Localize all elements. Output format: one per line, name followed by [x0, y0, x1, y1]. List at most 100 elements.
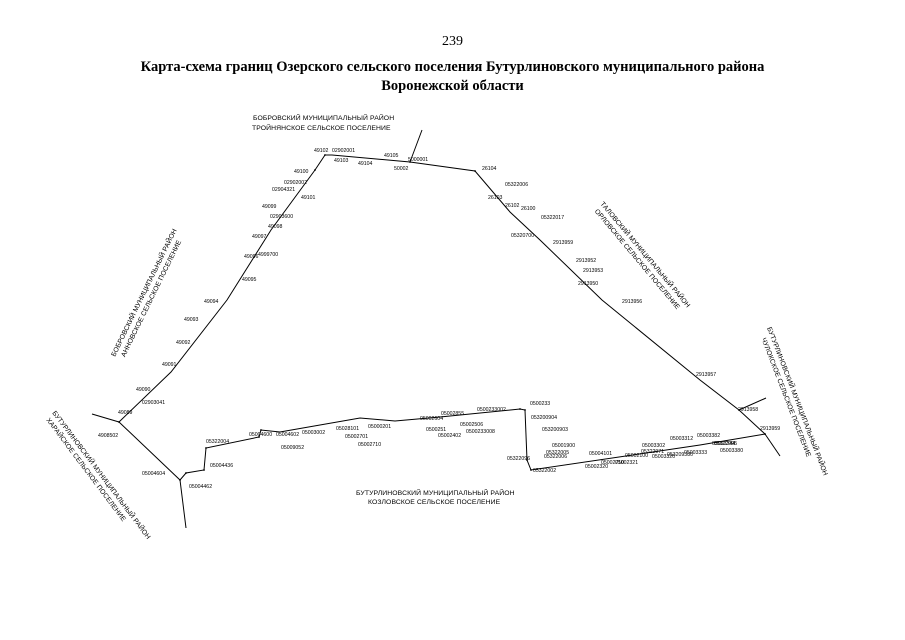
point-label: 49094: [204, 299, 219, 305]
neighbor-boundary-ticks: [91, 129, 781, 529]
point-label: 05003320: [652, 454, 675, 460]
point-label: 05322096: [507, 456, 530, 462]
neighbor-bottom-left: БУТУРЛИНОВСКИЙ МУНИЦИПАЛЬНЫЙ РАЙОН ХАРАЙ…: [44, 409, 153, 541]
neighbor-bottom: БУТУРЛИНОВСКИЙ МУНИЦИПАЛЬНЫЙ РАЙОН КОЗЛО…: [356, 488, 514, 506]
point-label: 02903600: [270, 214, 293, 220]
point-label: 49102: [314, 148, 329, 154]
point-label: 0500233002: [477, 407, 506, 413]
vertex-marker: [205, 447, 207, 449]
point-label: 50002: [394, 166, 409, 172]
point-label: 49091: [162, 362, 177, 368]
point-label: 49105: [384, 153, 399, 159]
vertex-marker: [260, 429, 262, 431]
neighbor-top-line-1: БОБРОВСКИЙ МУНИЦИПАЛЬНЫЙ РАЙОН: [253, 113, 394, 122]
point-label: 05009052: [281, 445, 304, 451]
point-label: 05322004: [206, 439, 229, 445]
tick-bottom-left: [179, 479, 187, 529]
point-label: 4908502: [98, 433, 118, 439]
tick-right-top: [738, 397, 767, 411]
point-label: 05322006: [544, 454, 567, 460]
point-label: 5000001: [408, 157, 428, 163]
point-label: 05003302: [642, 443, 665, 449]
point-label: 49096: [244, 254, 259, 260]
vertex-marker: [185, 472, 187, 474]
point-label: 2913959: [553, 240, 573, 246]
point-label: 05002506: [460, 422, 483, 428]
point-label: 49098: [268, 224, 283, 230]
point-label: 05003312: [670, 436, 693, 442]
vertex-marker: [118, 421, 120, 423]
neighbor-top-line-2: ТРОЙНЯНСКОЕ СЕЛЬСКОЕ ПОСЕЛЕНИЕ: [252, 123, 391, 132]
point-label: 02904321: [272, 187, 295, 193]
point-label: 05322002: [533, 468, 556, 474]
point-label: 2913957: [696, 372, 716, 378]
point-label: 05004602: [276, 432, 299, 438]
point-label: 05002320: [585, 464, 608, 470]
point-label: 2913953: [583, 268, 603, 274]
point-label: 05002402: [438, 433, 461, 439]
point-label: 05003002: [302, 430, 325, 436]
vertex-marker: [179, 479, 181, 481]
point-label: 26100: [521, 206, 536, 212]
point-label: 05000201: [368, 424, 391, 430]
point-label: 26104: [482, 166, 497, 172]
point-label: 02902002: [284, 180, 307, 186]
tick-top: [409, 129, 423, 163]
neighbor-right-line-1: ТАЛОВСКИЙ МУНИЦИПАЛЬНЫЙ РАЙОН: [598, 200, 692, 310]
vertex-marker: [203, 469, 205, 471]
point-label: 05322017: [541, 215, 564, 221]
point-label: 49095: [242, 277, 257, 283]
neighbor-far-right: БУТУРЛИНОВСКИЙ МУНИЦИПАЛЬНЫЙ РАЙОН ЧУЛОК…: [760, 325, 831, 476]
title-line-2: Воронежской области: [381, 78, 524, 94]
vertex-marker: [409, 161, 411, 163]
point-label: 05002100: [625, 453, 648, 459]
point-label: 05004600: [249, 432, 272, 438]
point-label: 05322005: [546, 450, 569, 456]
point-label: 49093: [184, 317, 199, 323]
vertex-marker: [324, 154, 326, 156]
vertex-marker: [530, 469, 532, 471]
point-label: 2913956: [622, 299, 642, 305]
point-label: 49100: [294, 169, 309, 175]
point-label: 2913950: [578, 281, 598, 287]
point-label: 26103: [488, 195, 503, 201]
point-label: 49101: [301, 195, 316, 201]
point-label: 05003333: [684, 450, 707, 456]
point-label: 05002701: [345, 434, 368, 440]
vertex-marker: [524, 409, 526, 411]
neighbor-right-line-2: ОРЛОВСКОЕ СЕЛЬСКОЕ ПОСЕЛЕНИЕ: [593, 208, 681, 311]
vertex-marker: [474, 170, 476, 172]
neighbor-top: БОБРОВСКИЙ МУНИЦИПАЛЬНЫЙ РАЙОН ТРОЙНЯНСК…: [252, 113, 394, 132]
point-label: 05003380: [720, 448, 743, 454]
point-label: 2913958: [738, 407, 758, 413]
vertex-marker: [314, 169, 316, 171]
page-number: 239: [442, 34, 463, 49]
point-label: 49103: [334, 158, 349, 164]
neighbor-far-right-line-1: БУТУРЛИНОВСКИЙ МУНИЦИПАЛЬНЫЙ РАЙОН: [765, 325, 830, 476]
point-label: 05003382: [697, 433, 720, 439]
point-label: 05028101: [336, 426, 359, 432]
point-label: 02903041: [142, 400, 165, 406]
neighbor-right: ТАЛОВСКИЙ МУНИЦИПАЛЬНЫЙ РАЙОН ОРЛОВСКОЕ …: [593, 200, 693, 312]
point-label: 49104: [358, 161, 373, 167]
neighbor-bottom-left-line-1: БУТУРЛИНОВСКИЙ МУНИЦИПАЛЬНЫЙ РАЙОН: [50, 409, 153, 541]
neighbor-left-line-2: АННОВСКОЕ СЕЛЬСКОЕ ПОСЕЛЕНИЕ: [120, 239, 183, 358]
point-label: 05001900: [552, 443, 575, 449]
point-label: 05004436: [210, 463, 233, 469]
point-label: 0500233: [530, 401, 550, 407]
tick-right: [764, 433, 781, 457]
neighbor-bottom-line-2: КОЗЛОВСКОЕ СЕЛЬСКОЕ ПОСЕЛЕНИЕ: [368, 499, 501, 506]
tick-left: [91, 413, 120, 423]
point-label: 053200903: [542, 427, 568, 433]
point-label: 05002604: [420, 416, 443, 422]
point-label: 05004101: [589, 451, 612, 457]
neighbor-bottom-left-line-2: ХАРАЙСКОЕ СЕЛЬСКОЕ ПОСЕЛЕНИЕ: [44, 416, 128, 524]
point-label: 053209380: [667, 452, 693, 458]
point-label: 02902001: [332, 148, 355, 154]
point-label: 05002710: [601, 460, 624, 466]
point-label: 05322971: [641, 449, 664, 455]
point-label: 2913952: [576, 258, 596, 264]
neighbor-labels: БОБРОВСКИЙ МУНИЦИПАЛЬНЫЙ РАЙОН ТРОЙНЯНСК…: [44, 113, 831, 541]
page-title: Карта-схема границ Озерского сельского п…: [0, 58, 905, 96]
